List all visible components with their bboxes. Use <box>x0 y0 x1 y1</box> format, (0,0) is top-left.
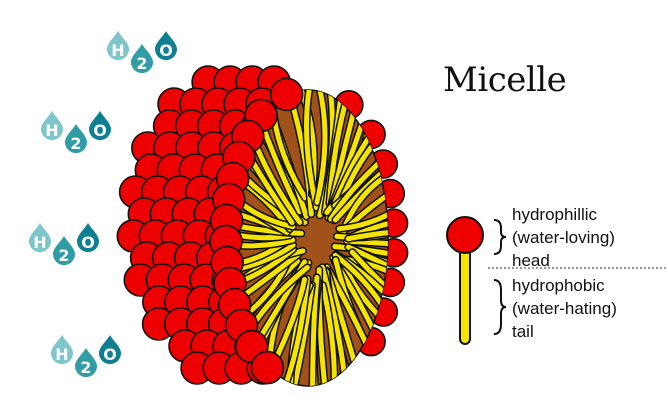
water-subscript: 2 <box>80 358 91 377</box>
head-legend-line-3: head <box>512 249 615 272</box>
water-o-label: O <box>93 121 107 140</box>
water-molecule: H2O <box>29 223 99 265</box>
head-sphere <box>251 352 283 384</box>
water-subscript: 2 <box>70 134 81 153</box>
water-o-label: O <box>159 41 173 60</box>
legend-molecule <box>447 217 483 344</box>
legend-head <box>447 217 483 253</box>
head-legend-label: hydrophillic (water-loving) head <box>512 203 615 272</box>
water-molecule: H2O <box>41 111 111 153</box>
head-brace <box>494 220 506 254</box>
water-o-label: O <box>81 233 95 252</box>
legend-tail <box>460 246 470 344</box>
micelle <box>117 66 438 410</box>
diagram-title: Micelle <box>443 60 566 100</box>
water-subscript: 2 <box>58 246 69 265</box>
head-sphere <box>271 78 303 110</box>
water-h-label: H <box>55 345 68 364</box>
water-subscript: 2 <box>136 54 147 73</box>
water-h-label: H <box>111 41 124 60</box>
tail-legend-line-3: tail <box>512 320 617 343</box>
tail-legend-line-2: (water-hating) <box>512 297 617 320</box>
water-h-label: H <box>45 121 58 140</box>
water-molecule: H2O <box>51 335 121 377</box>
head-legend-line-2: (water-loving) <box>512 226 615 249</box>
water-o-label: O <box>103 345 117 364</box>
tail-legend-line-1: hydrophobic <box>512 274 617 297</box>
head-legend-line-1: hydrophillic <box>512 203 615 226</box>
tail-brace <box>494 280 506 334</box>
tail-legend-label: hydrophobic (water-hating) tail <box>512 274 617 343</box>
water-h-label: H <box>33 233 46 252</box>
water-molecule: H2O <box>107 31 177 73</box>
